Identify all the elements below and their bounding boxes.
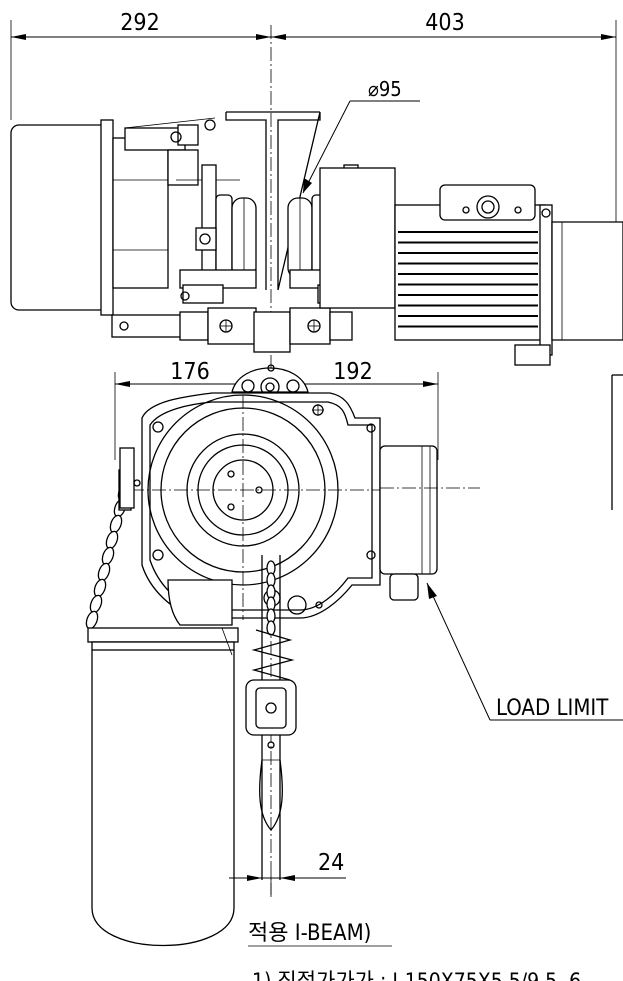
dim-left-width: 292 (120, 10, 160, 36)
right-motor (319, 167, 623, 366)
dim-right-offset: 192 (333, 359, 373, 385)
notes-line-1: 1) 직접가가가 : I-150X75X5.5/9.5, 6 (252, 969, 581, 981)
dim-left-offset: 176 (170, 359, 210, 385)
notes-heading: 적용 I-BEAM) (248, 921, 371, 946)
i-beam (225, 111, 321, 291)
hoist-body (130, 364, 381, 626)
load-chain (266, 560, 276, 636)
dim-wheel-diameter: ⌀95 (368, 77, 402, 101)
load-limit-unit: LOAD LIMIT (379, 374, 623, 721)
left-motor (10, 117, 240, 316)
notes: 적용 I-BEAM) 1) 직접가가가 : I-150X75X5.5/9.5, … (248, 921, 581, 981)
dim-right-width: 403 (425, 10, 465, 36)
wheel-diameter-callout: ⌀95 (302, 77, 420, 194)
chain-offset-dimension: 24 (229, 850, 346, 895)
load-limit-label: LOAD LIMIT (496, 696, 609, 721)
top-dimension: 292 403 (10, 10, 617, 230)
dim-chain-offset: 24 (318, 850, 344, 876)
load-chain-hook (245, 555, 297, 880)
chain-bucket (85, 447, 239, 947)
cooling-fins (398, 231, 538, 328)
